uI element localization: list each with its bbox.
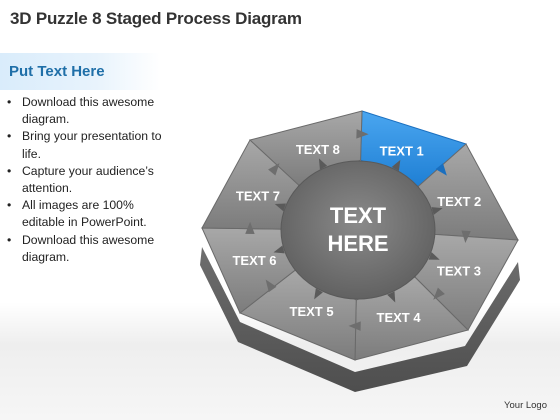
hub-arrow-icon (314, 288, 323, 300)
segment-label-1: TEXT 1 (380, 143, 424, 158)
bullet-item: Bring your presentation to life. (7, 128, 172, 162)
diagram-base-side (200, 247, 520, 392)
flow-arrow-icon (435, 163, 447, 176)
subheading: Put Text Here (9, 63, 105, 80)
hub-arrow-icon (387, 291, 396, 303)
hub-arrow-icon (273, 245, 285, 254)
bullet-item: All images are 100% editable in PowerPoi… (7, 197, 172, 231)
bullet-item: Download this awesome diagram. (7, 232, 172, 266)
flow-arrow-icon (245, 221, 255, 234)
bullet-item: Capture your audience’s attention. (7, 163, 172, 197)
segment-label-8: TEXT 8 (296, 142, 340, 157)
segment-label-2: TEXT 2 (437, 194, 481, 209)
center-label-line2: HERE (327, 231, 388, 256)
hub-arrow-icon (274, 203, 286, 212)
segment-label-6: TEXT 6 (232, 253, 276, 268)
center-label-line1: TEXT (330, 203, 387, 228)
flow-arrow-icon (356, 129, 369, 139)
segment-label-4: TEXT 4 (377, 310, 422, 325)
segment-label-7: TEXT 7 (236, 189, 280, 204)
center-hub (280, 160, 436, 300)
bullet-item: Download this awesome diagram. (7, 94, 172, 128)
segment-label-3: TEXT 3 (437, 263, 481, 278)
flow-arrow-icon (433, 287, 445, 300)
flow-arrow-icon (265, 279, 277, 293)
subheading-band: Put Text Here (0, 53, 160, 90)
page-title: 3D Puzzle 8 Staged Process Diagram (10, 9, 302, 28)
segment-label-5: TEXT 5 (290, 304, 334, 319)
hub-arrow-icon (318, 158, 328, 170)
logo-text: Your Logo (504, 400, 547, 411)
flow-arrow-icon (461, 230, 471, 243)
flow-arrow-icon (348, 321, 361, 331)
hub-arrow-icon (428, 252, 440, 260)
arrows-group (245, 129, 471, 331)
bullet-list: Download this awesome diagram. Bring you… (7, 94, 172, 266)
hub-arrow-icon (431, 207, 443, 215)
hub-arrow-icon (391, 159, 401, 171)
flow-arrow-icon (268, 163, 280, 176)
